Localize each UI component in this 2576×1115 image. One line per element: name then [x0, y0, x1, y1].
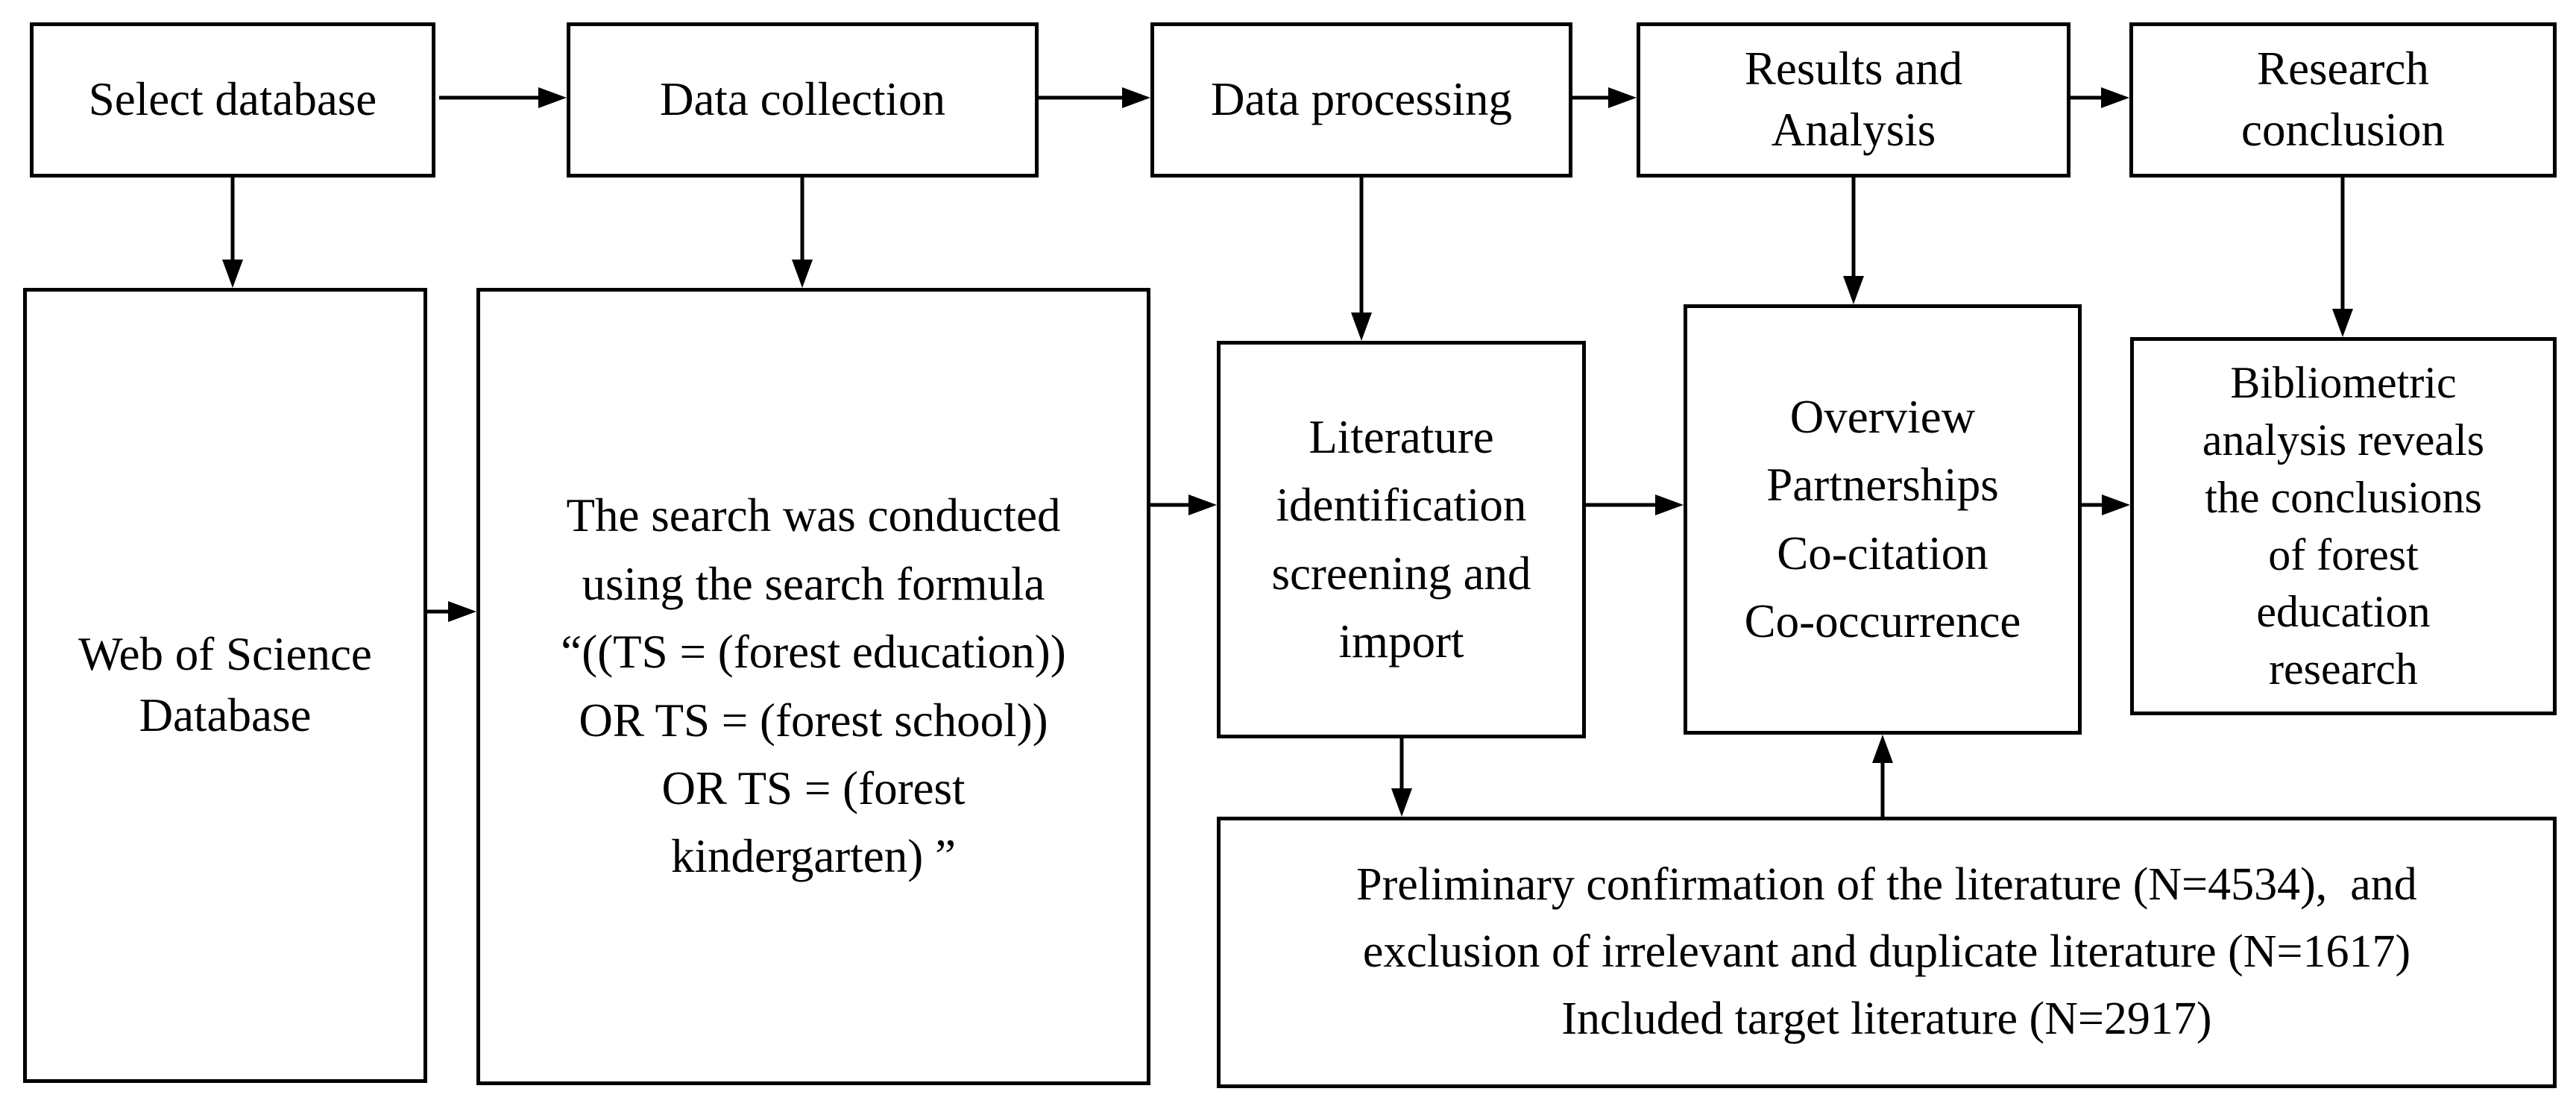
- arrow-literature-screening-to-analysis-methods: [1872, 735, 1893, 817]
- node-results-and-analysis: Results and Analysis: [1637, 22, 2070, 178]
- arrow-data-collection-to-data-processing: [1039, 87, 1150, 108]
- arrow-literature-identification-to-analysis-methods: [1586, 494, 1684, 515]
- arrow-web-of-science-to-search-formula: [427, 601, 476, 622]
- node-label: Literature identification screening and …: [1271, 410, 1531, 668]
- node-bibliometric-conclusion: Bibliometric analysis reveals the conclu…: [2130, 337, 2557, 715]
- node-label: Research conclusion: [2241, 43, 2445, 156]
- node-analysis-methods: Overview Partnerships Co-citation Co-occ…: [1684, 304, 2082, 735]
- arrow-analysis-methods-to-bibliometric-conclusion: [2082, 494, 2130, 515]
- node-data-collection: Data collection: [567, 22, 1039, 178]
- node-label: Overview Partnerships Co-citation Co-occ…: [1744, 390, 2021, 647]
- node-select-database: Select database: [30, 22, 435, 178]
- node-literature-screening: Preliminary confirmation of the literatu…: [1217, 817, 2557, 1088]
- arrow-results-and-analysis-to-research-conclusion: [2070, 87, 2129, 108]
- node-research-conclusion: Research conclusion: [2129, 22, 2557, 178]
- node-label: Select database: [88, 73, 377, 126]
- arrow-literature-identification-to-literature-screening: [1391, 738, 1412, 817]
- arrow-select-database-to-data-collection: [439, 87, 567, 108]
- node-literature-identification: Literature identification screening and …: [1217, 341, 1586, 738]
- node-label: Bibliometric analysis reveals the conclu…: [2202, 358, 2485, 694]
- arrow-search-formula-to-literature-identification: [1150, 494, 1217, 515]
- node-label: Results and Analysis: [1744, 43, 1963, 156]
- node-data-processing: Data processing: [1150, 22, 1572, 178]
- arrow-select-database-to-web-of-science: [222, 178, 243, 288]
- arrow-data-collection-to-search-formula: [792, 178, 813, 288]
- node-search-formula: The search was conducted using the searc…: [476, 288, 1150, 1085]
- arrow-research-conclusion-to-bibliometric-conclusion: [2332, 178, 2353, 337]
- node-label: Preliminary confirmation of the literatu…: [1356, 859, 2417, 1044]
- node-label: The search was conducted using the searc…: [561, 489, 1066, 883]
- node-web-of-science-database: Web of Science Database: [23, 288, 427, 1083]
- node-label: Data processing: [1210, 73, 1513, 126]
- arrow-results-and-analysis-to-analysis-methods: [1843, 178, 1864, 304]
- node-label: Web of Science Database: [78, 628, 372, 741]
- arrow-data-processing-to-literature-identification: [1351, 178, 1372, 341]
- arrow-data-processing-to-results-and-analysis: [1572, 87, 1637, 108]
- node-label: Data collection: [659, 73, 946, 126]
